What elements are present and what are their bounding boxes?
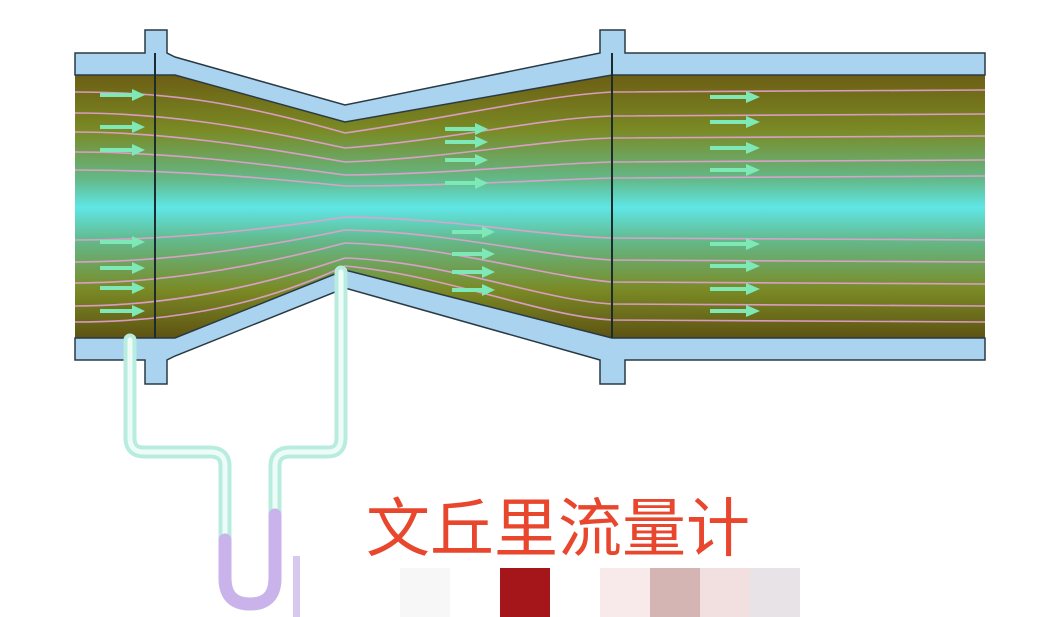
color-swatch-4 [650,568,700,617]
color-swatch-3 [600,568,650,617]
arrow-upstream-7 [100,305,145,317]
arrow-diverge-7 [452,266,495,278]
arrow-upstream-6 [100,282,145,294]
arrow-upstream-3 [100,144,145,156]
color-swatch-2 [500,568,550,617]
arrow-downstream-1 [710,91,760,103]
arrow-diverge-6 [452,248,495,260]
arrow-upstream-2 [100,121,145,133]
arrow-downstream-2 [710,116,760,128]
scale-strip [293,556,300,617]
arrow-downstream-4 [710,164,760,176]
arrow-diverge-4 [445,177,488,189]
u-tube-manometer [123,265,348,611]
color-swatch-6 [750,568,800,617]
arrow-diverge-8 [452,284,495,296]
streamlines [75,89,985,323]
arrow-diverge-5 [452,226,495,238]
arrow-upstream-5 [100,262,145,274]
pipe-wall-top [74,29,986,123]
diagram-title: 文丘里流量计 [366,493,750,567]
manometer-liquid [218,508,282,611]
color-swatch-5 [700,568,750,617]
arrow-downstream-6 [710,260,760,272]
arrow-downstream-5 [710,238,760,250]
arrow-diverge-1 [445,123,488,135]
arrow-upstream-1 [100,89,145,101]
arrow-upstream-4 [100,236,145,248]
arrow-downstream-3 [710,142,760,154]
pipe-wall-bottom [74,269,986,385]
arrow-diverge-3 [445,154,488,166]
arrow-downstream-7 [710,283,760,295]
flow-arrows [100,89,760,317]
fluid-body [75,75,985,338]
arrow-diverge-2 [445,136,488,148]
color-swatch-1 [400,568,450,617]
arrow-downstream-8 [710,305,760,317]
